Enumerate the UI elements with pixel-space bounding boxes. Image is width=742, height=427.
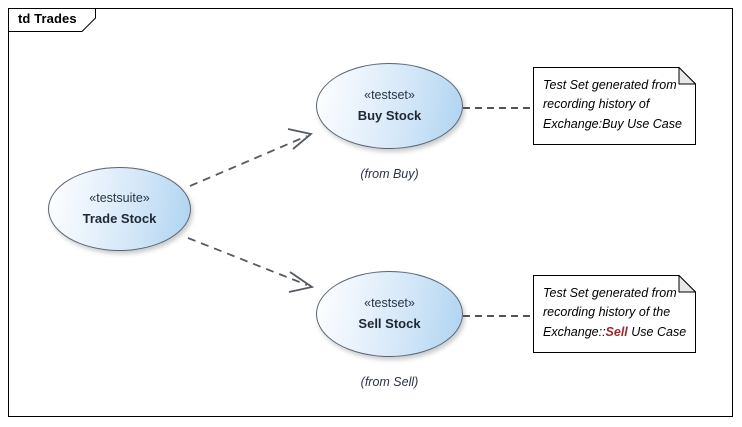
note-line-2: recording history of [543,97,650,112]
note-shape [533,275,696,353]
usecase-label-group: «testset» Buy Stock [316,63,463,149]
usecase-from-label-sell: (from Sell) [360,375,419,389]
usecase-ellipse [316,63,463,149]
note-sell[interactable]: Test Set generated from recording histor… [533,275,696,353]
usecase-from-label-buy: (from Buy) [360,167,419,181]
diagram-frame-tab [8,8,96,32]
note-shape [533,67,696,145]
usecase-name: Trade Stock [82,211,157,227]
usecase-stereotype: «testsuite» [89,190,150,205]
usecase-stereotype: «testset» [364,87,415,102]
usecase-stereotype: «testset» [364,295,415,310]
note-line-1: Test Set generated from [543,286,677,300]
usecase-label-group: «testsuite» Trade Stock [48,167,191,251]
note-line-2: recording history of the [543,305,671,320]
usecase-name: Buy Stock [357,108,422,124]
usecase-ellipse [48,167,191,251]
usecase-node-trade-stock[interactable]: «testsuite» Trade Stock [48,167,191,251]
note-line-3-pre: Exchange:Buy [543,116,624,131]
note-body: Test Set generated from recording histor… [543,284,688,342]
note-line-3-highlight: Sell [605,324,628,339]
usecase-ellipse [316,271,463,357]
note-line-3-pre: Exchange:: [543,324,606,339]
note-line-1: Test Set generated from [543,78,677,92]
diagram-title: td Trades [18,11,77,26]
note-buy[interactable]: Test Set generated from recording histor… [533,67,696,145]
note-line-3: Exchange::Sell Use Case [543,323,688,342]
note-body: Test Set generated from recording histor… [543,76,688,134]
usecase-node-buy-stock[interactable]: «testset» Buy Stock [316,63,463,149]
note-line-3: Exchange:Buy Use Case [543,115,688,134]
usecase-node-sell-stock[interactable]: «testset» Sell Stock [316,271,463,357]
note-line-3-post: Use Case [627,324,687,339]
usecase-name: Sell Stock [358,316,421,332]
usecase-label-group: «testset» Sell Stock [316,271,463,357]
note-line-3-post: Use Case [623,116,682,131]
